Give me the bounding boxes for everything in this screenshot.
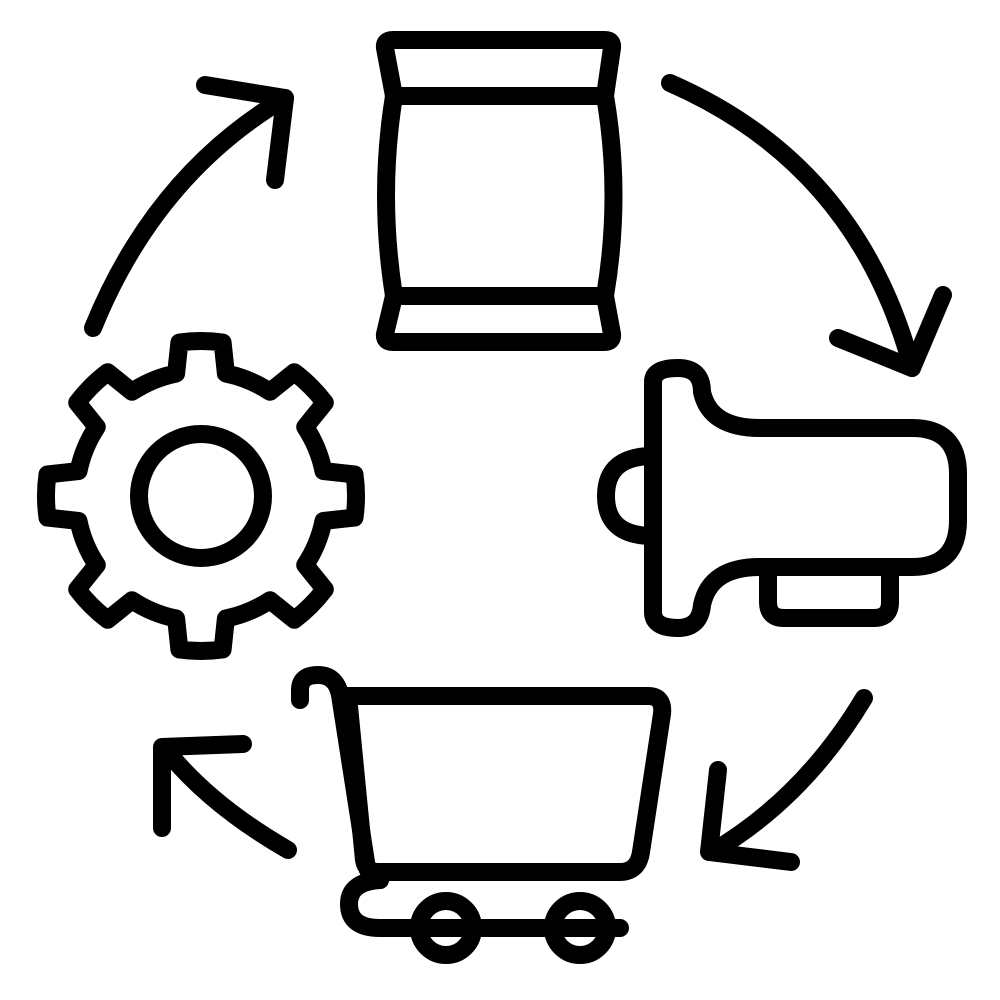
shopping-cart-icon (291, 666, 672, 964)
gear-outline (37, 332, 365, 660)
arrowhead-icon (153, 735, 252, 837)
package-bag-icon (375, 31, 623, 351)
megaphone-icon (597, 359, 967, 637)
arrowhead-icon (700, 761, 800, 871)
gear-icon (37, 332, 365, 660)
gear-hub (130, 425, 272, 567)
arrow-package-to-marketing (661, 74, 952, 377)
curved-arrow-icon (703, 689, 873, 861)
arrow-purchase-to-production (153, 735, 297, 859)
arrowhead-icon (829, 286, 952, 377)
curved-arrow-icon (661, 74, 921, 377)
gear-teeth (37, 332, 365, 660)
curved-arrow-icon (157, 741, 297, 859)
arrow-production-to-package (84, 76, 294, 337)
arrow-marketing-to-purchase (700, 689, 873, 871)
arrowhead-icon (196, 76, 294, 189)
curved-arrow-icon (84, 89, 294, 337)
